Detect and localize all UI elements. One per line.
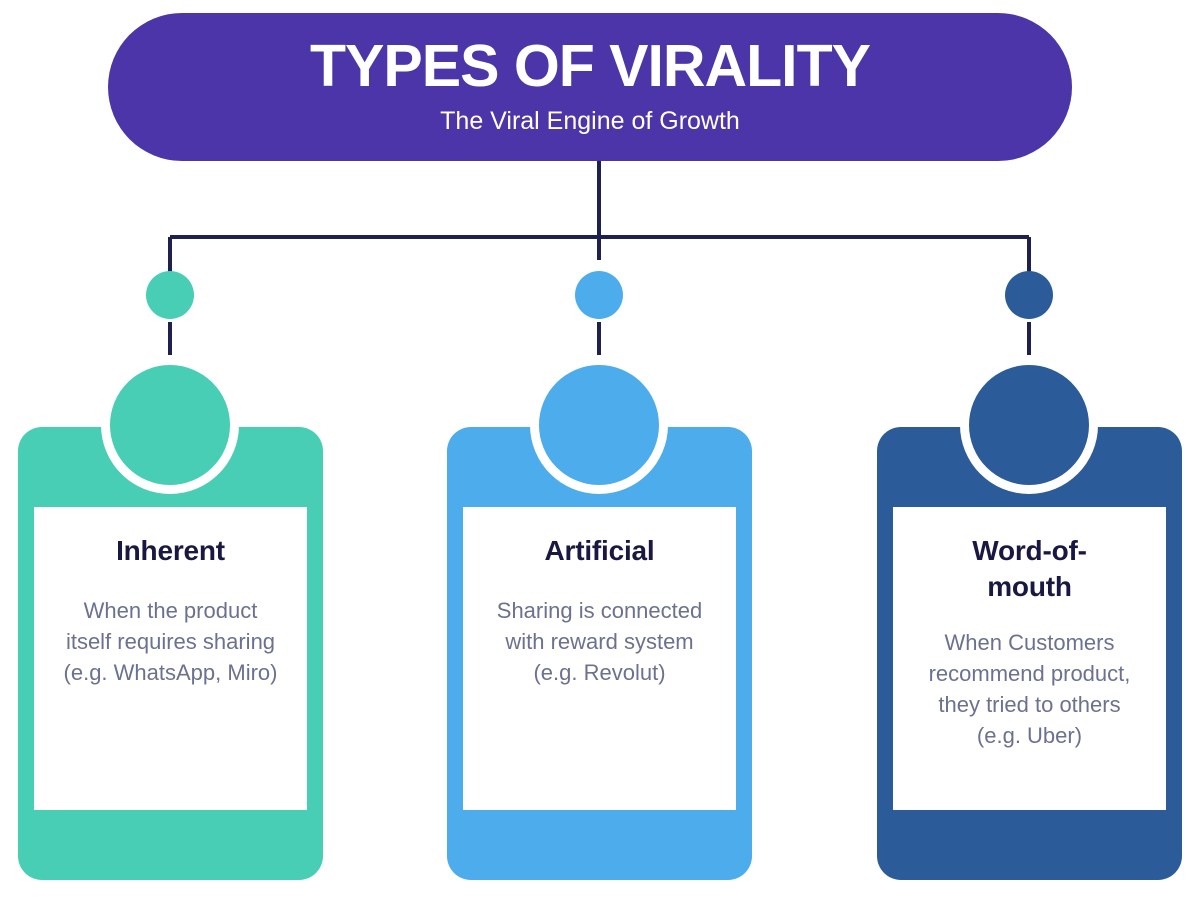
- branch-dot-word-of-mouth: [1005, 271, 1053, 319]
- branch-dot-inherent: [146, 271, 194, 319]
- branch-card-inherent[interactable]: Inherent When the product itself require…: [18, 427, 323, 880]
- header-pill: TYPES OF VIRALITY The Viral Engine of Gr…: [108, 13, 1072, 161]
- branch-card-word-of-mouth[interactable]: Word-of-mouth When Customers recommend p…: [877, 427, 1182, 880]
- branch-card-content-word-of-mouth: Word-of-mouth When Customers recommend p…: [893, 507, 1166, 810]
- branch-heading-inherent: Inherent: [116, 535, 225, 566]
- branch-card-content-inherent: Inherent When the product itself require…: [34, 507, 307, 810]
- branch-circle-artificial: [539, 365, 659, 485]
- page-subtitle: The Viral Engine of Growth: [440, 107, 740, 135]
- branch-body-artificial: Sharing is connected with reward system …: [496, 598, 703, 685]
- branch-card-artificial[interactable]: Artificial Sharing is connected with rew…: [447, 427, 752, 880]
- branch-body-word-of-mouth: When Customers recommend product, they t…: [928, 630, 1131, 748]
- branch-circle-inherent: [110, 365, 230, 485]
- branch-body-inherent: When the product itself requires sharing…: [63, 598, 278, 685]
- page-title: TYPES OF VIRALITY: [310, 33, 871, 99]
- branch-circle-word-of-mouth: [969, 365, 1089, 485]
- branch-heading-word-of-mouth: Word-of-mouth: [972, 535, 1087, 602]
- branch-dot-artificial: [575, 271, 623, 319]
- branch-card-content-artificial: Artificial Sharing is connected with rew…: [463, 507, 736, 810]
- branch-heading-artificial: Artificial: [544, 535, 655, 566]
